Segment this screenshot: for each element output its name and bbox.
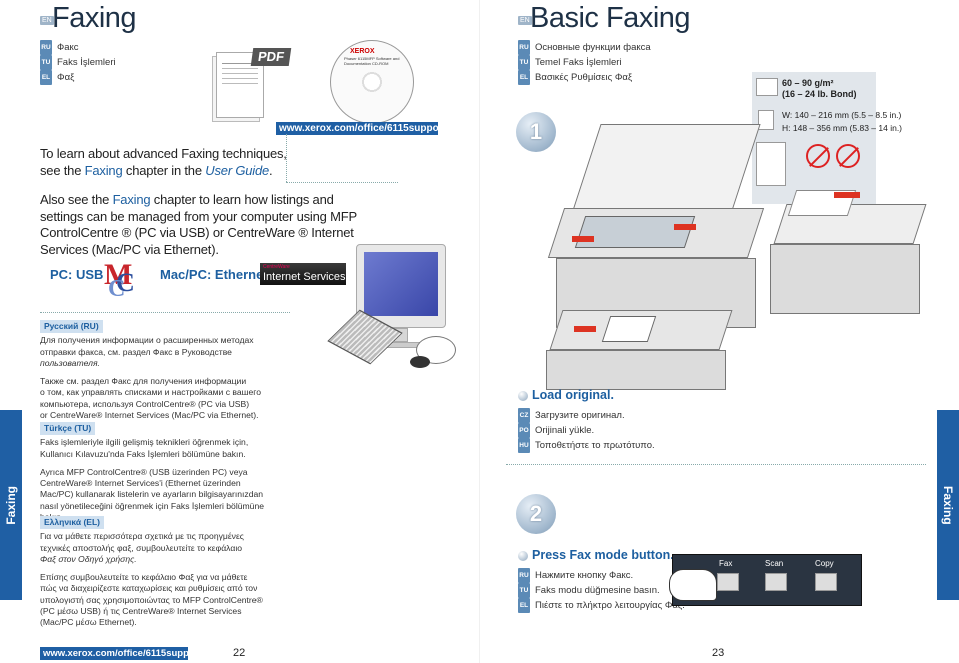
panel-copy-label: Copy [815,559,834,568]
en-language-tag: EN [40,16,54,25]
footer-support-url: www.xerox.com/office/6115support [40,647,202,660]
copy-button[interactable] [815,573,837,591]
panel-scan-label: Scan [765,559,784,568]
greek-section: Ελληνικά (EL) Για να μάθετε περισσότερα … [40,516,263,628]
en-language-tag-right: EN [518,16,532,25]
fax-button[interactable] [717,573,739,591]
pc-usb-label: PC: USB [50,267,104,282]
arrow-icon [574,326,596,332]
bullet-icon [518,550,528,561]
centreware-logo: CentreWare Internet Services [260,263,346,285]
pointing-hand-icon [669,569,717,601]
arrow-icon [572,236,594,242]
paper-spec-box: 60 – 90 g/m² (16 – 24 lb. Bond) W: 140 –… [752,72,902,204]
pdf-label: PDF [250,48,292,66]
printer-adf-illustration [770,184,930,324]
page-title: Faxing [52,2,137,34]
step-1-number: 1 [516,112,556,152]
basic-faxing-title: Basic Faxing [530,2,691,34]
arrow-icon [674,224,696,230]
panel-fax-label: Fax [719,559,733,568]
paper-size-icon [758,110,774,130]
left-side-tab: Faxing [0,410,22,600]
arrow-icon [834,192,860,198]
printer-platen-illustration [536,310,736,392]
no-clips-icon [836,144,860,168]
also-see-text: Also see the Faxing chapter to learn how… [40,192,357,257]
support-url-banner: www.xerox.com/office/6115support [276,122,446,135]
control-panel-illustration: Fax Scan Copy [669,554,862,606]
russian-section: Русский (RU) Для получения информации о … [40,320,262,421]
pdf-document-icon: PDF [212,48,292,122]
step-2-number: 2 [516,494,556,534]
right-page-number: 23 [712,647,725,659]
turkish-section: Türkçe (TU) Faks işlemleriyle ilgili gel… [40,422,265,522]
cd-brand: XEROX [350,48,375,55]
printer-open-lid-illustration [536,124,766,334]
paper-stack-icon [756,78,778,96]
mac-pc-ethernet-label: Mac/PC: Ethernet [160,267,268,282]
torn-paper-icon [756,142,786,186]
scan-button[interactable] [765,573,787,591]
cd-rom-image: XEROX Phaser 6115MFP Software and Docume… [316,40,428,126]
left-page-number: 22 [233,647,246,659]
intro-text: To learn about advanced Faxing technique… [40,146,287,178]
no-staples-icon [806,144,830,168]
bullet-icon [518,390,528,401]
right-side-tab: Faxing [937,410,959,600]
controlcentre-logo-icon: M C C [104,258,135,302]
computer-illustration [327,244,480,386]
